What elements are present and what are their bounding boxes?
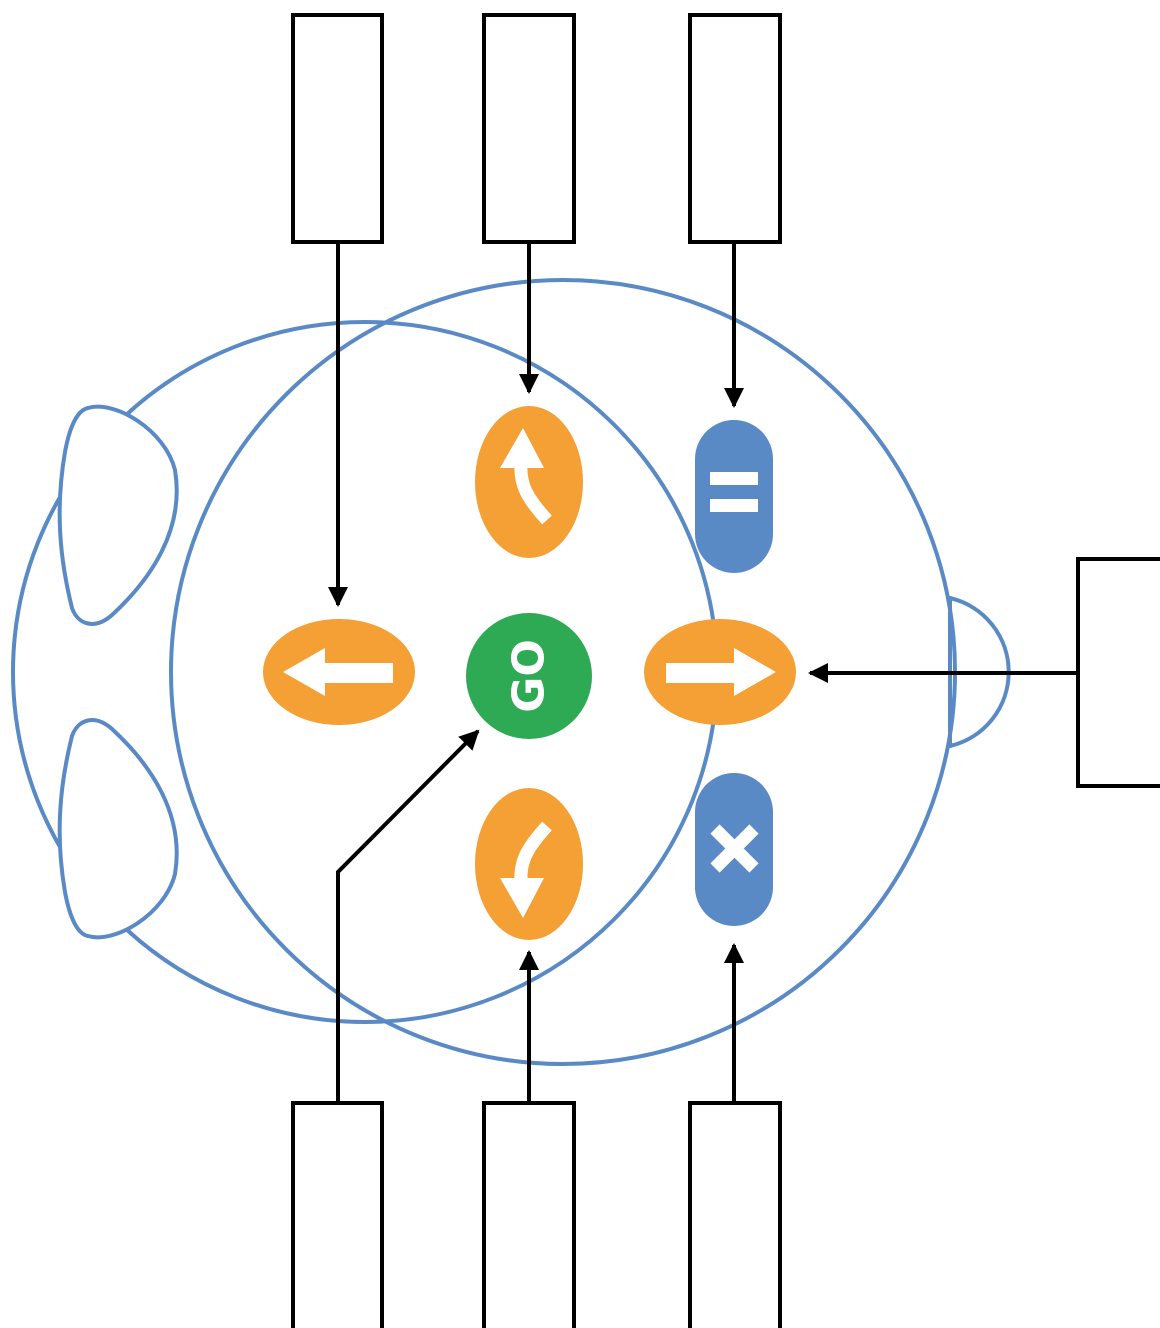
turn-left-icon-head — [500, 428, 544, 468]
callout-box-top-right — [688, 13, 782, 244]
callout-box-bottom-right — [688, 1101, 782, 1328]
callout-box-right — [1076, 557, 1160, 788]
clear-x-icon — [710, 824, 759, 873]
clear-button[interactable] — [695, 773, 773, 926]
turn-right-button[interactable] — [475, 788, 583, 940]
back-arrow-icon-head — [283, 648, 325, 696]
turn-left-button[interactable] — [475, 406, 583, 558]
pause-icon — [710, 472, 758, 485]
backward-button[interactable] — [263, 619, 415, 725]
pause-button[interactable] — [695, 420, 773, 573]
turn-right-icon — [514, 821, 552, 882]
callout-box-bottom-left — [291, 1101, 384, 1328]
forward-arrow-icon-head — [734, 648, 776, 696]
robot-wheel-upper — [57, 404, 179, 626]
forward-button[interactable] — [644, 619, 796, 725]
back-arrow-icon — [323, 663, 393, 683]
arrow-to-go — [336, 729, 480, 1103]
go-button-label: GO — [504, 639, 555, 713]
robot-wheel-lower — [57, 718, 179, 940]
forward-arrow-icon — [666, 663, 736, 683]
go-button[interactable]: GO — [466, 613, 592, 739]
pause-icon-bar — [710, 499, 758, 512]
callout-box-top-left — [291, 13, 384, 244]
turn-right-icon-head — [500, 878, 544, 918]
turn-left-icon — [514, 464, 552, 525]
callout-box-top-middle — [482, 13, 576, 244]
callout-box-bottom-middle — [482, 1101, 576, 1328]
